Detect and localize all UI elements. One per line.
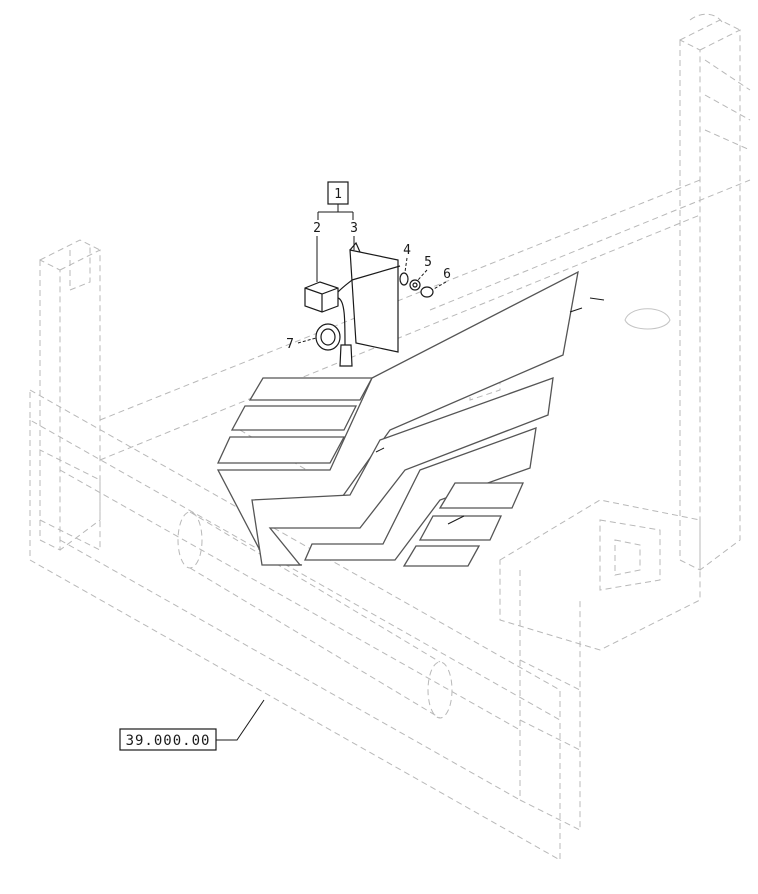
decal-chevron-upper (251, 377, 554, 566)
kit-callout-number: 1 (334, 187, 342, 202)
phantom-frame (29, 13, 751, 861)
parts-group: 1 2 3 4 5 6 7 (286, 181, 451, 367)
callout-7: 7 (286, 337, 294, 352)
decal-leaders (375, 297, 605, 525)
callout-6: 6 (443, 267, 451, 282)
reference-text: 39.000.00 (126, 733, 211, 749)
decal-set (216, 270, 579, 567)
nut-icon (409, 279, 421, 291)
decal-chevron-middle (304, 427, 537, 561)
decal-stripe-small-1 (438, 482, 524, 509)
sensor-cable (337, 279, 353, 346)
decal-stripe-small-3 (402, 545, 481, 567)
callout-2: 2 (313, 221, 321, 236)
decal-stripe-3 (216, 436, 346, 464)
clamp-ring-icon (315, 323, 341, 351)
callout-3: 3 (350, 221, 358, 236)
washer-icon (399, 272, 409, 286)
reference-leader (216, 699, 265, 741)
decal-stripe-small-2 (418, 515, 503, 541)
cable-connector (339, 344, 353, 367)
mounting-plate (349, 249, 399, 353)
decal-stripe-1 (248, 377, 374, 401)
callout-5: 5 (424, 255, 432, 270)
decal-stripe-2 (230, 405, 358, 431)
callout-4: 4 (403, 243, 411, 258)
reference-label: 39.000.00 (119, 699, 265, 751)
cap-icon (420, 286, 434, 298)
